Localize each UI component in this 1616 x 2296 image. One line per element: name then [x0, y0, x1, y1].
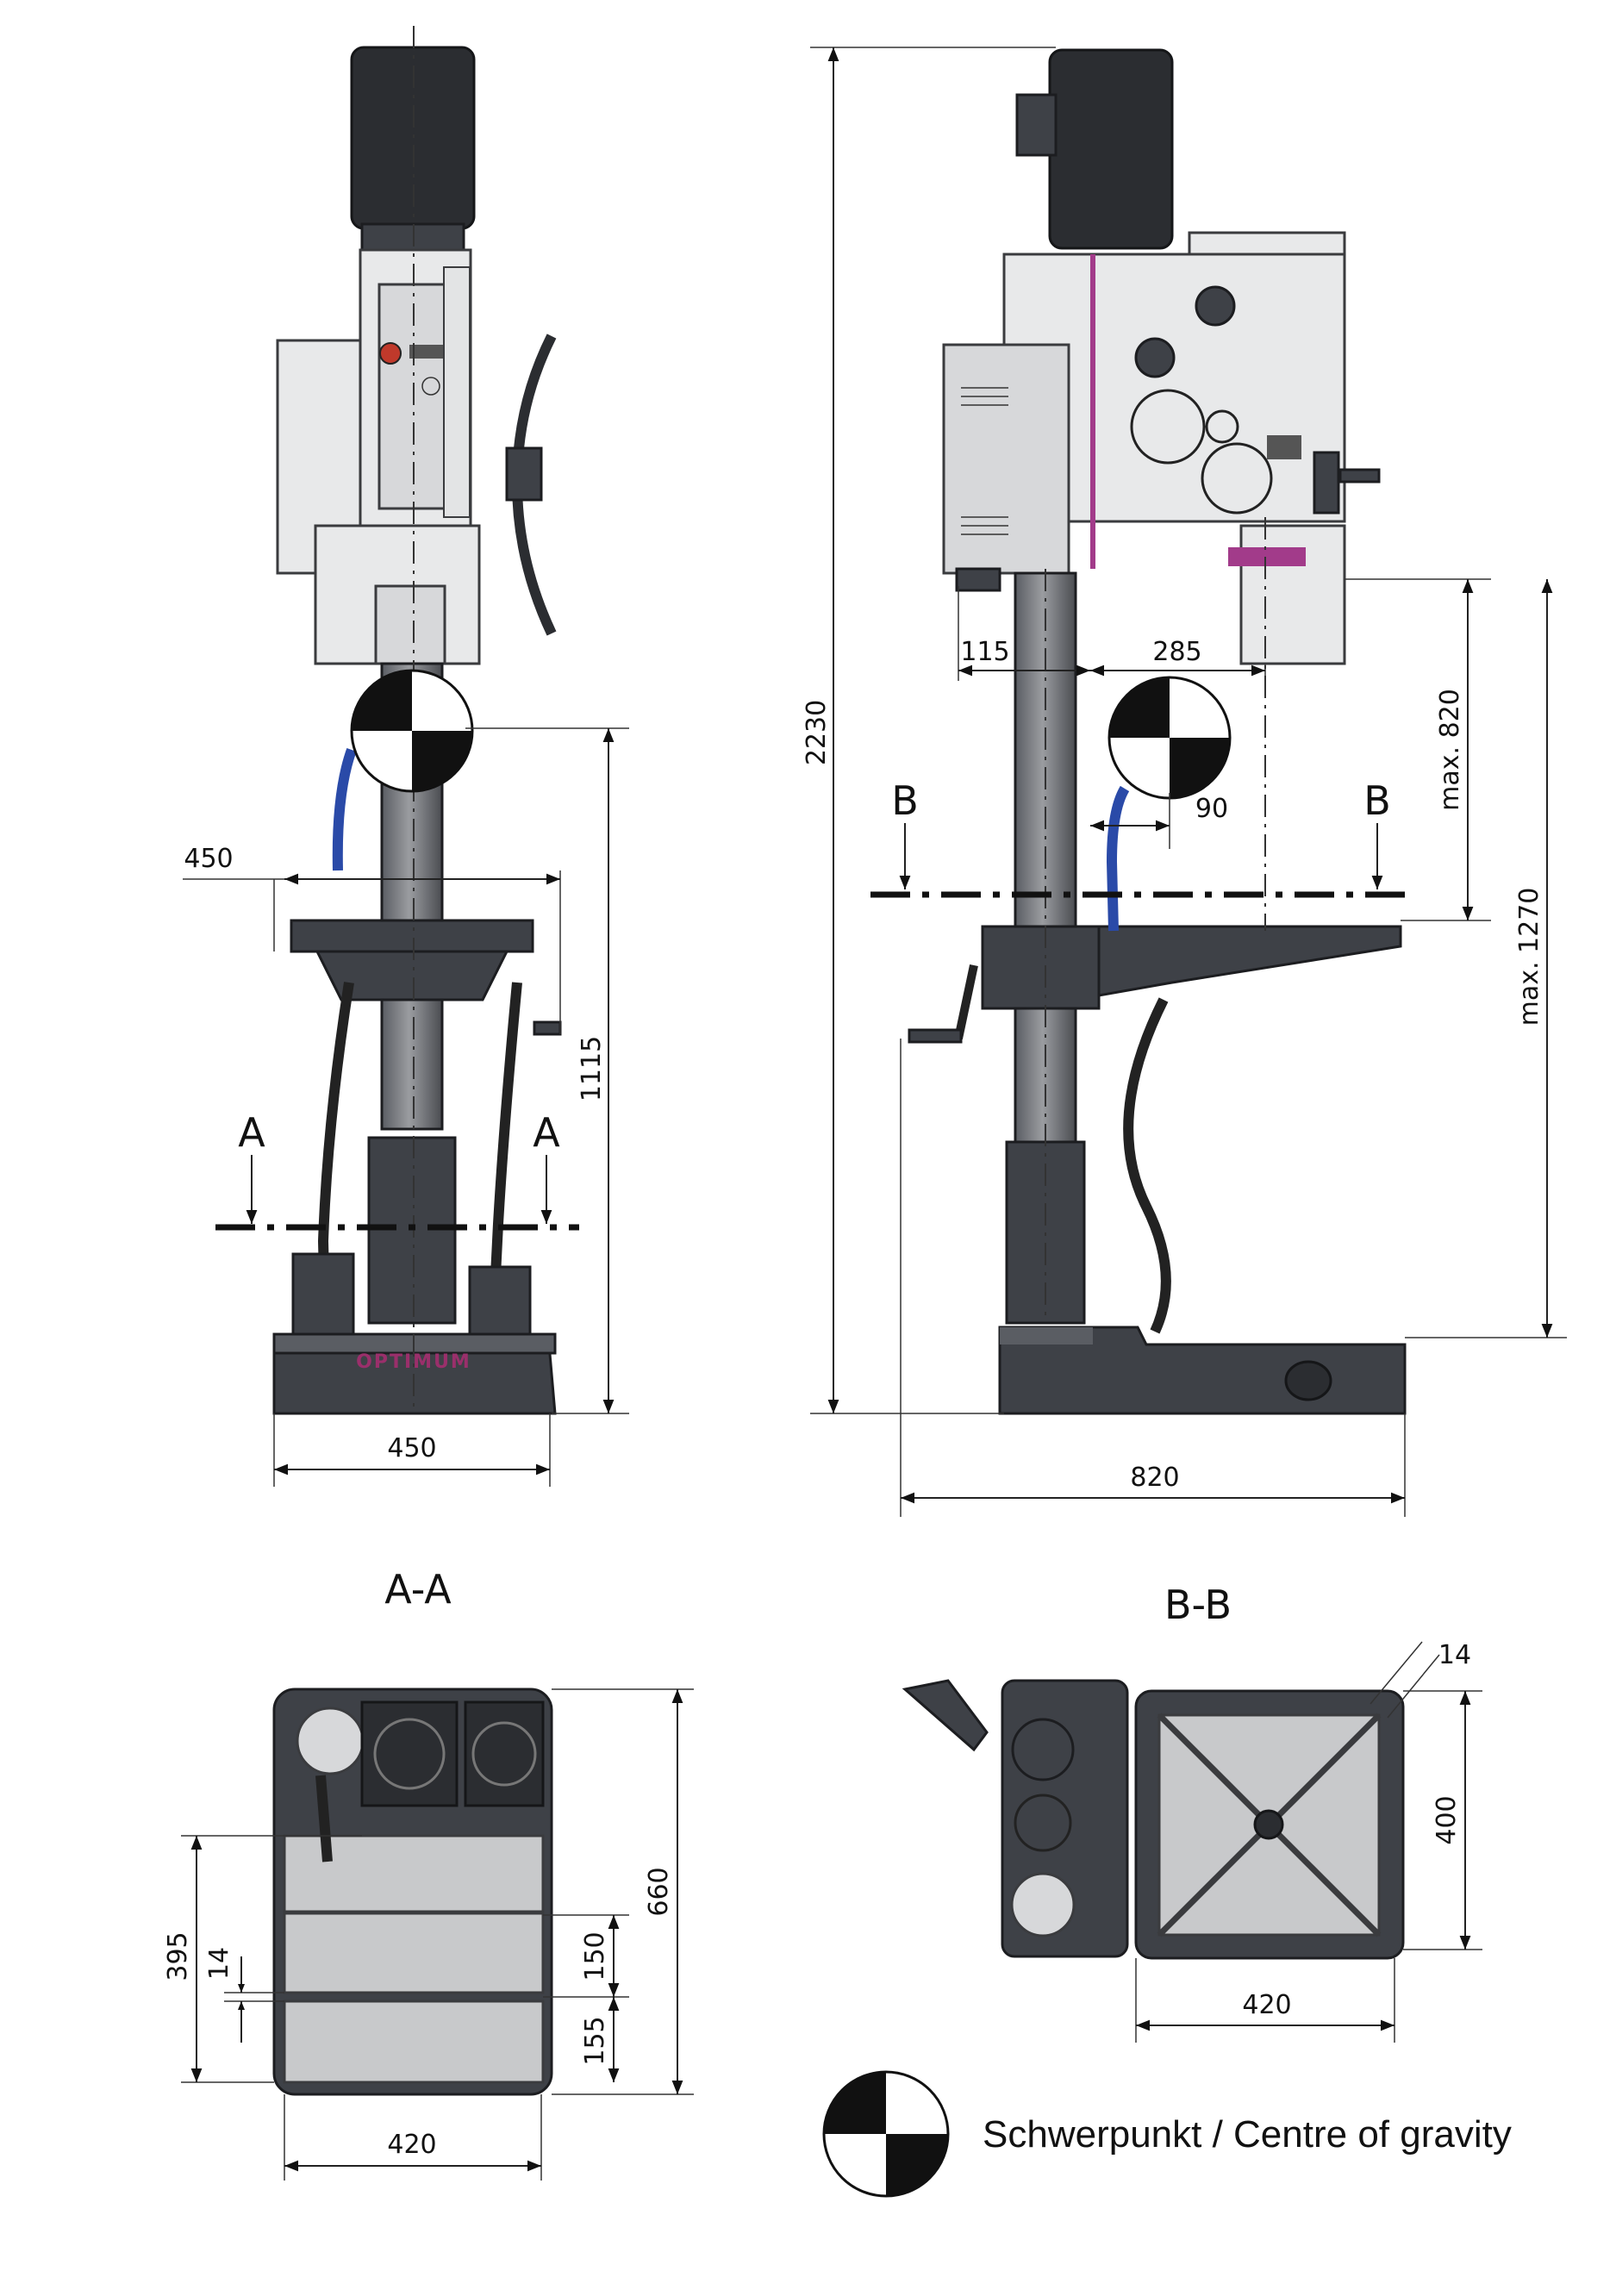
aa-coolant-pump: [296, 1706, 365, 1775]
side-dim-offset-right: 285: [1152, 637, 1201, 667]
section-aa-title: A-A: [384, 1566, 452, 1613]
side-hub-circle-3: [1201, 442, 1273, 515]
front-feed-hub: [505, 446, 543, 502]
side-table-clamp: [981, 925, 1101, 1010]
legend-cog-icon: [822, 2070, 950, 2198]
front-dim-top-width: 450: [184, 844, 233, 874]
aa-tank-opening: [471, 1721, 537, 1787]
front-table-bracket: [315, 950, 509, 1001]
side-view: B B 2230 115 285 90 max. 820 max. 1270 8…: [802, 47, 1567, 1517]
bb-clamp-bore: [1014, 1794, 1072, 1852]
front-dim-base-width: 450: [387, 1433, 436, 1463]
side-lever-bracket: [1267, 435, 1301, 459]
bb-crank-handle: [902, 1679, 989, 1752]
side-feed-handle: [1313, 451, 1340, 515]
front-view: OPTIMUM A A 450 1115 450: [183, 26, 629, 1487]
section-bb-view: B-B 14 400 420: [902, 1582, 1482, 2043]
front-dim-height-cog: 1115: [577, 1036, 607, 1101]
aa-dim-depth: 395: [163, 1931, 193, 1981]
side-gear-knob-top: [1195, 285, 1236, 327]
side-base-socket: [1284, 1360, 1332, 1401]
aa-table-plate-2: [283, 1912, 545, 1994]
front-coolant-tank: [468, 1265, 532, 1338]
aa-coolant-hose: [315, 1775, 333, 1862]
side-coolant-hose: [1123, 997, 1171, 1334]
aa-coolant-tank: [464, 1700, 545, 1807]
side-section-label-right: B: [1363, 777, 1391, 824]
aa-dim-slot: 14: [204, 1947, 234, 1980]
aa-dim-slot-spacing: 150: [580, 1931, 610, 1981]
side-motor-terminal-box: [1015, 93, 1058, 157]
side-vent-slots: [961, 387, 1008, 535]
side-depth-stop: [1228, 547, 1306, 566]
front-emergency-stop: [379, 342, 402, 365]
bb-dim-slot: 14: [1438, 1640, 1471, 1670]
side-coolant-nozzle: [1106, 785, 1130, 932]
bb-table-center-hole: [1253, 1809, 1284, 1840]
aa-table-plate-3: [283, 2000, 545, 2084]
section-bb-title: B-B: [1164, 1582, 1232, 1628]
legend-label: Schwerpunkt / Centre of gravity: [983, 2113, 1512, 2156]
front-control-panel: [377, 283, 455, 510]
bb-dim-width: 420: [1242, 1990, 1291, 2020]
side-dim-total-height: 2230: [802, 700, 832, 765]
front-section-label-right: A: [533, 1109, 560, 1156]
aa-dim-width: 420: [387, 2130, 436, 2160]
side-hub-circle-1: [1130, 389, 1206, 465]
bb-dim-ext: [1370, 1641, 1423, 1705]
section-aa-view: A-A 395 14 150 155 660 420: [163, 1566, 694, 2181]
side-table-crank-arm: [954, 964, 978, 1040]
side-head-foot: [955, 567, 1001, 592]
front-table-crank: [533, 1020, 562, 1036]
side-chuck-guard: [1239, 524, 1346, 665]
side-table-crank-grip: [908, 1028, 963, 1044]
front-quill-window: [374, 584, 446, 665]
side-dim-spindle-table: max. 1270: [1514, 888, 1544, 1026]
side-motor: [1048, 48, 1174, 250]
bb-coolant-pump: [1010, 1872, 1076, 1937]
side-feed-grip: [1338, 468, 1381, 484]
front-display: [409, 345, 444, 359]
side-dim-table-travel: max. 820: [1435, 689, 1465, 811]
side-electrical-box: [942, 343, 1070, 575]
front-head-side: [443, 266, 471, 518]
bb-dim-ext: [1387, 1654, 1440, 1719]
side-cog-symbol: [1107, 676, 1232, 800]
side-dim-offset-left: 115: [960, 637, 1009, 667]
front-speed-knob: [421, 377, 440, 396]
side-section-label-left: B: [891, 777, 919, 824]
bb-dim-depth: 400: [1432, 1795, 1462, 1844]
front-cog-symbol: [350, 669, 474, 793]
front-coolant-nozzle: [332, 747, 357, 871]
side-hub-circle-2: [1205, 409, 1239, 444]
front-table-top: [290, 919, 534, 953]
aa-dim-edge: 155: [580, 2016, 610, 2065]
legend: Schwerpunkt / Centre of gravity: [822, 2070, 1512, 2198]
side-dim-cog-offset: 90: [1195, 794, 1228, 824]
front-section-label-left: A: [238, 1109, 265, 1156]
side-table-arm: [1097, 925, 1402, 997]
front-coolant-hose-left: [317, 982, 354, 1345]
aa-column-bore: [373, 1718, 446, 1790]
bb-column-circle: [1011, 1718, 1075, 1781]
aa-dim-length: 660: [644, 1867, 674, 1916]
side-gear-knob-mid: [1134, 337, 1176, 378]
side-base-pedestal: [1000, 1327, 1093, 1345]
front-coolant-hose-right: [490, 982, 522, 1276]
front-coolant-pump: [291, 1252, 355, 1338]
side-dim-base-depth: 820: [1130, 1463, 1179, 1493]
